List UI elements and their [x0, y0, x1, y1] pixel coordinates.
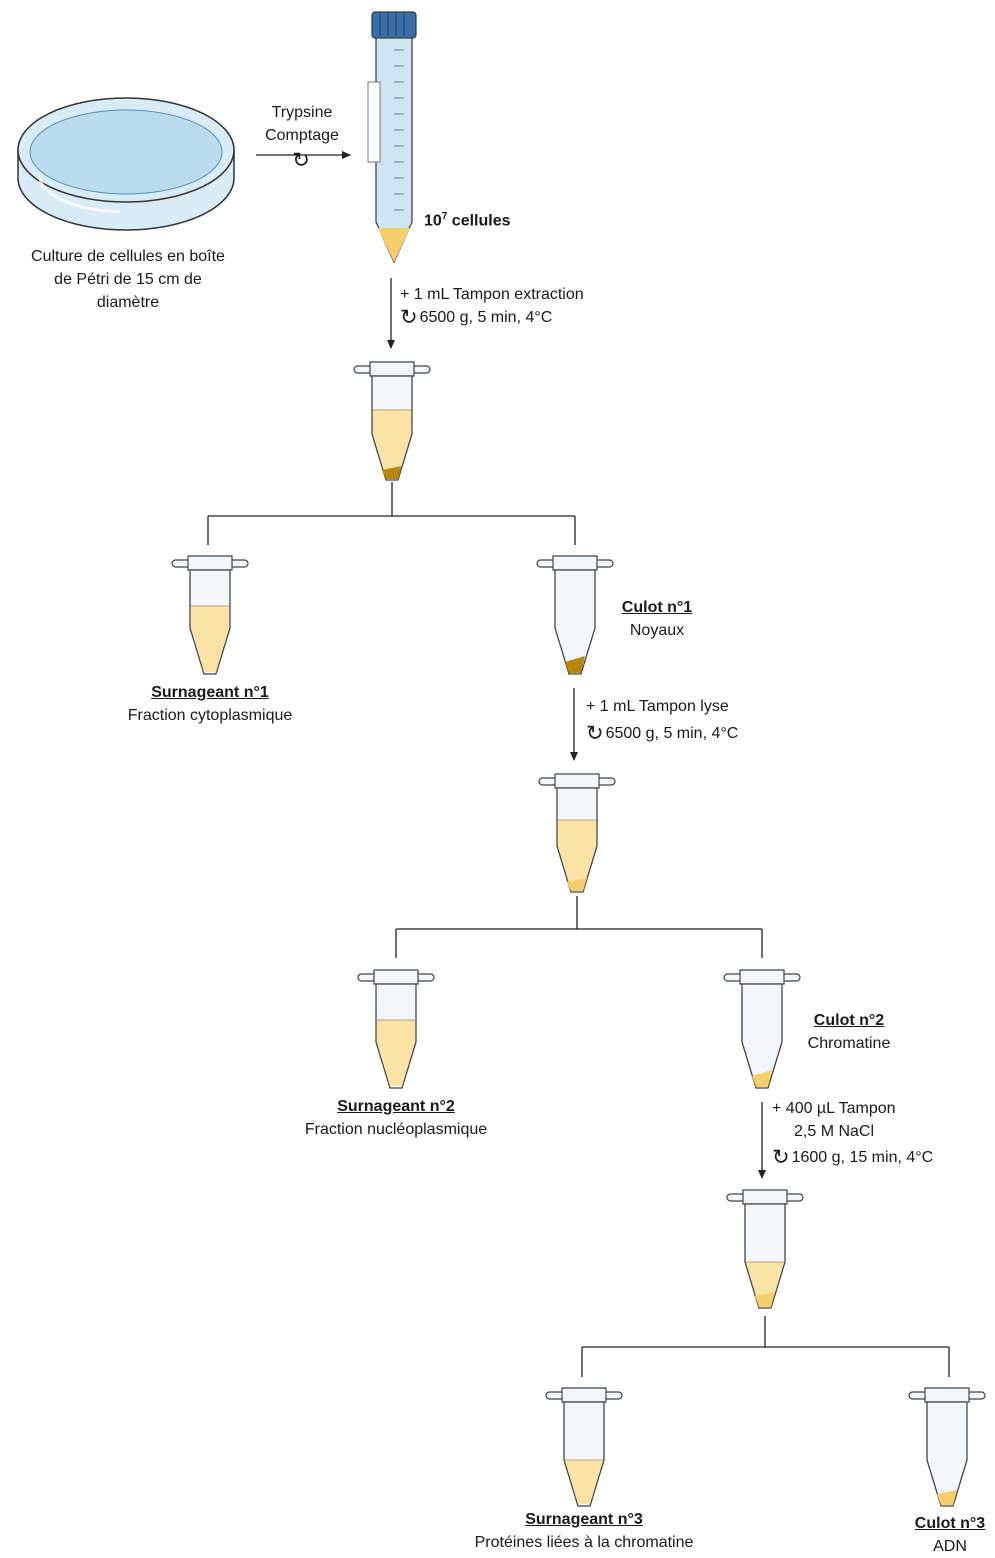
dish-caption-line-2: de Pétri de 15 cm de [54, 271, 202, 288]
tube-pellet-3 [908, 1387, 986, 1507]
cell-count-exponent: 7 [441, 211, 448, 222]
supernatant-2-label: Surnageant n°2 Fraction nucléoplasmique [305, 1095, 487, 1141]
spin-icon: ↻ [400, 306, 418, 329]
split-2 [395, 896, 763, 958]
supernatant-3-label: Surnageant n°3 Protéines liées à la chro… [475, 1508, 694, 1554]
cell-count-unit: cellules [447, 212, 511, 230]
step2-line-1: + 1 mL Tampon lyse [586, 698, 729, 715]
tube-nacl [726, 1189, 804, 1309]
spin-icon: ↻ [586, 722, 604, 745]
pellet-2-sub: Chromatine [807, 1035, 891, 1052]
transfer-label: Trypsine Comptage ↻ [265, 101, 339, 172]
pellet-3-label: Culot n°3 ADN [915, 1512, 985, 1558]
transfer-line-1: Trypsine [271, 104, 333, 121]
cell-count-base: 10 [424, 212, 442, 230]
pellet-1-title: Culot n°1 [621, 599, 693, 616]
pellet-3-title: Culot n°3 [914, 1515, 986, 1532]
step2-label: + 1 mL Tampon lyse ↻6500 g, 5 min, 4°C [586, 695, 738, 745]
step1-line-1: + 1 mL Tampon extraction [400, 286, 584, 303]
step2-line-2: 6500 g, 5 min, 4°C [605, 725, 739, 742]
pellet-3-sub: ADN [933, 1538, 967, 1555]
step1-label: + 1 mL Tampon extraction ↻6500 g, 5 min,… [400, 283, 584, 329]
tube-pellet-1 [536, 555, 614, 675]
step3-line-1: + 400 µL Tampon [772, 1100, 896, 1117]
tube-extraction [353, 361, 431, 481]
pellet-2-label: Culot n°2 Chromatine [808, 1009, 891, 1055]
supernatant-3-sub: Protéines liées à la chromatine [474, 1534, 694, 1551]
split-1 [207, 482, 576, 545]
step3-label: + 400 µL Tampon 2,5 M NaCl ↻1600 g, 15 m… [772, 1097, 933, 1169]
supernatant-3-title: Surnageant n°3 [525, 1511, 643, 1528]
tube-supernatant-3 [545, 1387, 623, 1507]
supernatant-1-title: Surnageant n°1 [151, 684, 269, 701]
pellet-1-label: Culot n°1 Noyaux [622, 596, 692, 642]
pellet-1-sub: Noyaux [629, 622, 685, 639]
tube-lysis [538, 773, 616, 893]
split-3 [581, 1316, 950, 1377]
petri-dish [17, 97, 235, 231]
dish-caption: Culture de cellules en boîte de Pétri de… [31, 245, 225, 314]
dish-caption-line-1: Culture de cellules en boîte [31, 248, 225, 265]
spin-icon: ↻ [772, 1146, 790, 1169]
step1-line-2: 6500 g, 5 min, 4°C [419, 309, 553, 326]
transfer-line-2: Comptage [265, 127, 339, 144]
supernatant-2-title: Surnageant n°2 [337, 1098, 455, 1115]
supernatant-1-sub: Fraction cytoplasmique [127, 707, 293, 724]
step3-line-3: 1600 g, 15 min, 4°C [791, 1149, 934, 1166]
supernatant-1-label: Surnageant n°1 Fraction cytoplasmique [128, 681, 293, 727]
tube-pellet-2 [723, 969, 801, 1089]
dish-caption-line-3: diamètre [96, 294, 160, 311]
spin-icon: ↻ [292, 149, 310, 172]
falcon-tube [367, 11, 417, 264]
supernatant-2-sub: Fraction nucléoplasmique [304, 1121, 488, 1138]
tube-supernatant-1 [171, 555, 249, 675]
tube-supernatant-2 [357, 969, 435, 1089]
pellet-2-title: Culot n°2 [813, 1012, 885, 1029]
step3-line-2: 2,5 M NaCl [794, 1123, 875, 1140]
cell-count: 107 cellules [424, 205, 511, 232]
